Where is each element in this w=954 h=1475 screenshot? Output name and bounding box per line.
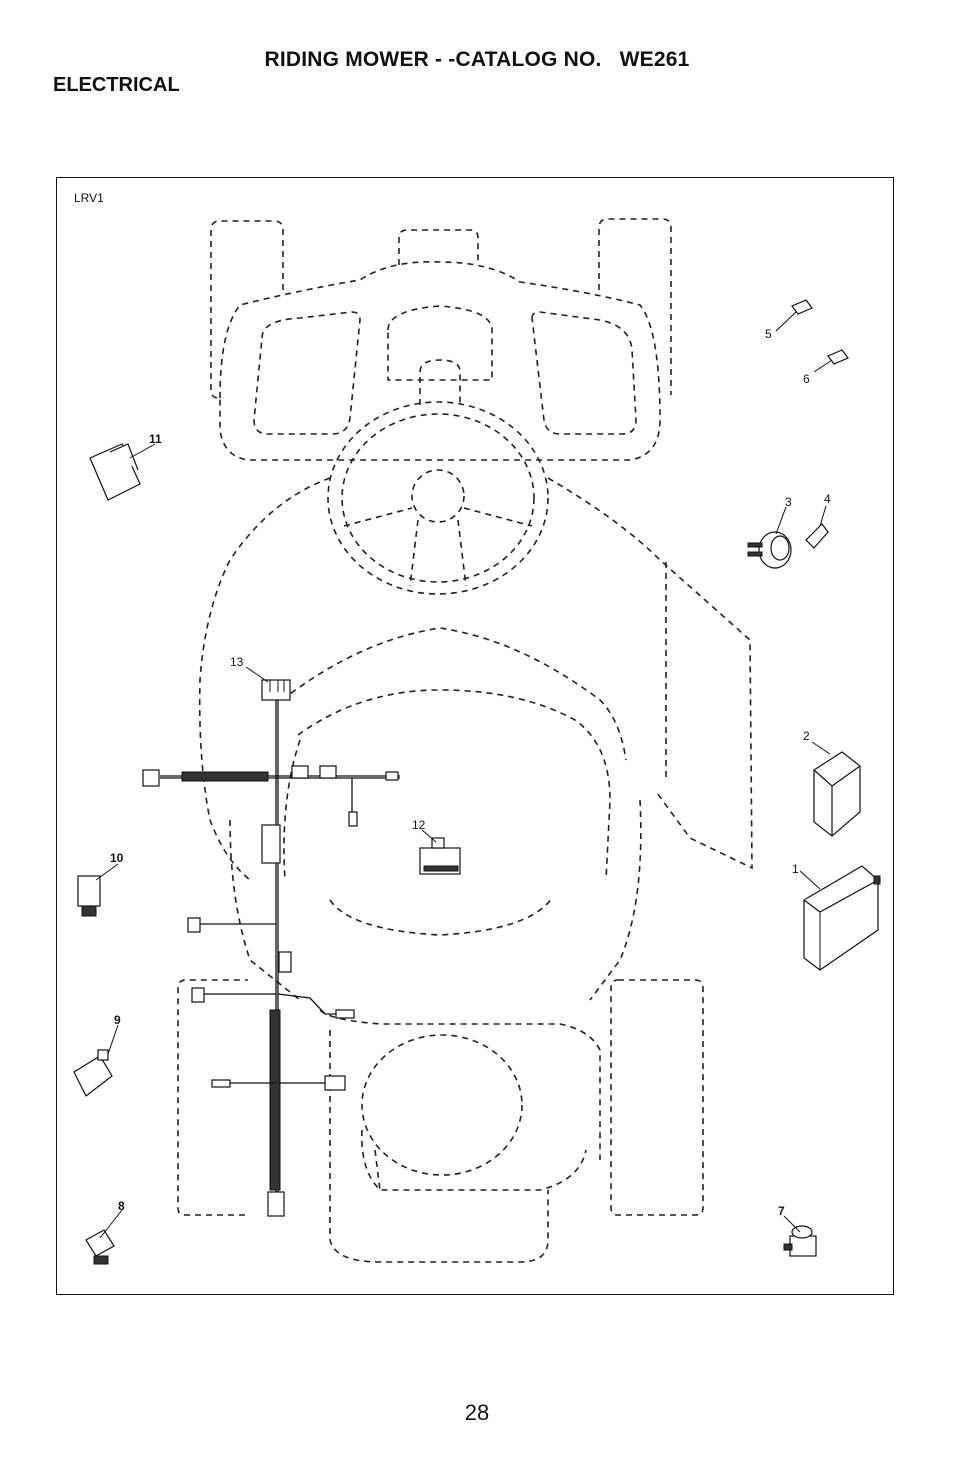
diagram-code: LRV1 xyxy=(74,191,104,205)
callout-6: 6 xyxy=(803,372,810,386)
switch-part-12 xyxy=(419,837,461,875)
fuse-part-5 xyxy=(791,299,813,315)
callout-7: 7 xyxy=(778,1204,785,1218)
callout-8: 8 xyxy=(118,1199,125,1213)
callout-10: 10 xyxy=(110,851,124,865)
callout-4: 4 xyxy=(824,492,831,506)
mower-outline xyxy=(177,218,753,1263)
solenoid-part xyxy=(783,1225,817,1257)
switch-part-10 xyxy=(77,875,101,917)
callout-9: 9 xyxy=(114,1013,121,1027)
callout-1: 1 xyxy=(792,862,799,876)
callout-13: 13 xyxy=(230,655,244,669)
relay-part xyxy=(85,1229,115,1265)
page-number: 28 xyxy=(464,1400,490,1425)
page-title: RIDING MOWER - -CATALOG NO. WE261 xyxy=(264,48,690,71)
callout-3: 3 xyxy=(785,495,792,509)
fuse-part-6 xyxy=(827,349,849,365)
module-part-11 xyxy=(89,443,141,501)
battery-box-part xyxy=(813,751,861,837)
callout-5: 5 xyxy=(765,327,772,341)
callout-12: 12 xyxy=(412,818,426,832)
key-part xyxy=(805,523,829,549)
switch-part-9 xyxy=(73,1049,113,1097)
diagram-frame xyxy=(56,177,894,1295)
callout-2: 2 xyxy=(803,729,810,743)
parts xyxy=(73,299,881,1265)
section-heading: ELECTRICAL xyxy=(53,74,180,96)
callout-11: 11 xyxy=(149,432,162,446)
battery-part xyxy=(803,865,881,971)
wiring-harness xyxy=(142,679,400,1217)
leader-lines xyxy=(95,311,833,1239)
ignition-switch-part xyxy=(747,531,792,569)
callout-labels: 1 2 3 4 5 6 7 8 9 10 11 12 13 xyxy=(110,327,831,1218)
